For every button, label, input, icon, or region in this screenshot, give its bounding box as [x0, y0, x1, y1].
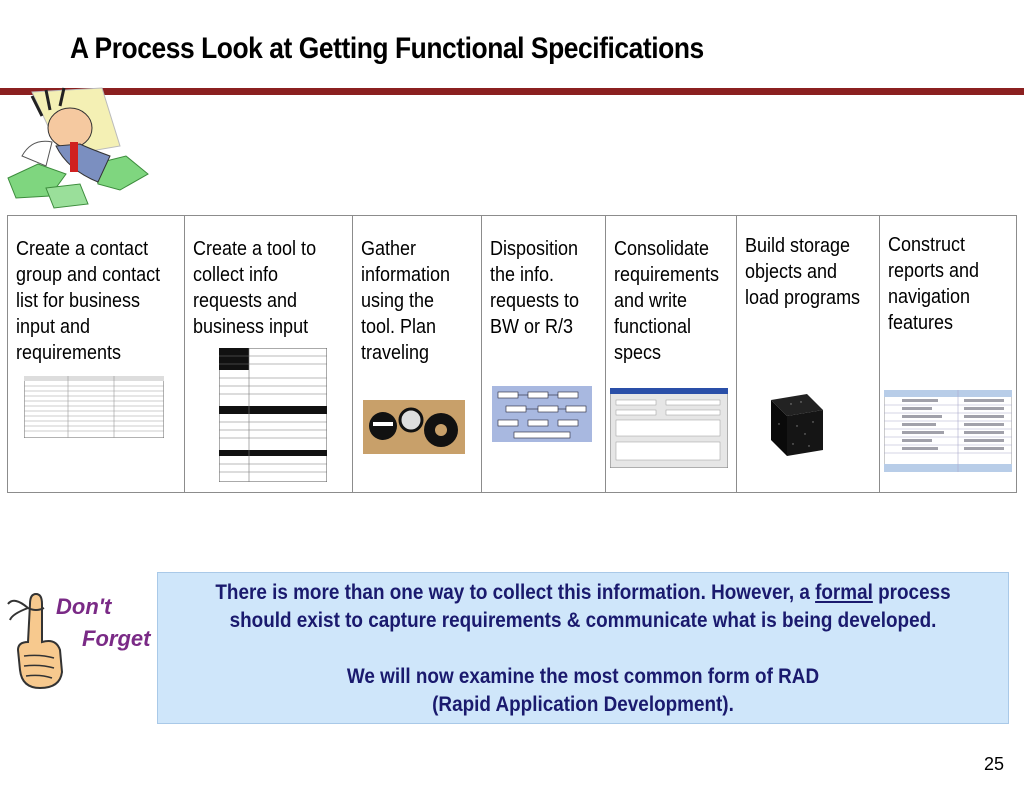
step-text: Create a tool to collect info requests a…: [192, 238, 316, 338]
step-text: Consolidate requirements and write funct…: [613, 238, 719, 364]
spec-window-icon: [609, 388, 728, 468]
step-text: Disposition the info. requests to BW or …: [490, 238, 580, 338]
note-paragraph-2: We will now examine the most common form…: [201, 663, 966, 719]
dont-forget-reminder: Don't Forget: [4, 590, 159, 690]
process-steps-table: Create a contact group and contact list …: [7, 215, 1017, 493]
slide-title: A Process Look at Getting Functional Spe…: [70, 32, 704, 65]
title-divider: [0, 88, 1024, 95]
finger-string-icon: [7, 592, 64, 690]
note-p1-after: process should exist to capture requirem…: [229, 581, 951, 632]
step-text: Gather information using the tool. Plan …: [361, 238, 451, 364]
data-cube-icon: [770, 394, 823, 456]
step-construct-reports: Construct reports and navigation feature…: [880, 216, 1016, 492]
step-text: Create a contact group and contact list …: [16, 238, 161, 364]
step-contact-group: Create a contact group and contact list …: [8, 216, 185, 492]
page-number: 25: [983, 754, 1004, 774]
note-box: There is more than one way to collect th…: [157, 572, 1009, 724]
step-gather-info: Gather information using the tool. Plan …: [353, 216, 483, 492]
step-build-storage: Build storage objects and load programs: [737, 216, 881, 492]
step-consolidate: Consolidate requirements and write funct…: [606, 216, 737, 492]
note-paragraph-1: There is more than one way to collect th…: [201, 579, 966, 635]
note-p1-before: There is more than one way to collect th…: [215, 581, 816, 604]
note-p2-line1: We will now examine the most common form…: [346, 665, 820, 688]
step-create-tool: Create a tool to collect info requests a…: [185, 216, 354, 492]
note-p1-emphasis: formal: [815, 581, 873, 604]
step-text: Build storage objects and load programs: [744, 235, 860, 309]
flow-diagram-icon: [492, 386, 593, 442]
gears-icon: [363, 400, 466, 454]
step-disposition: Disposition the info. requests to BW or …: [482, 216, 606, 492]
contact-list-table-icon: [24, 376, 164, 438]
step-text: Construct reports and navigation feature…: [888, 234, 980, 334]
note-p2-line2: (Rapid Application Development).: [432, 693, 734, 716]
stressed-person-clipart: [7, 87, 149, 209]
report-table-icon: [884, 390, 1013, 472]
request-form-icon: [218, 348, 327, 482]
dont-forget-line2: Forget: [82, 626, 151, 651]
dont-forget-line1: Don't: [56, 594, 112, 619]
